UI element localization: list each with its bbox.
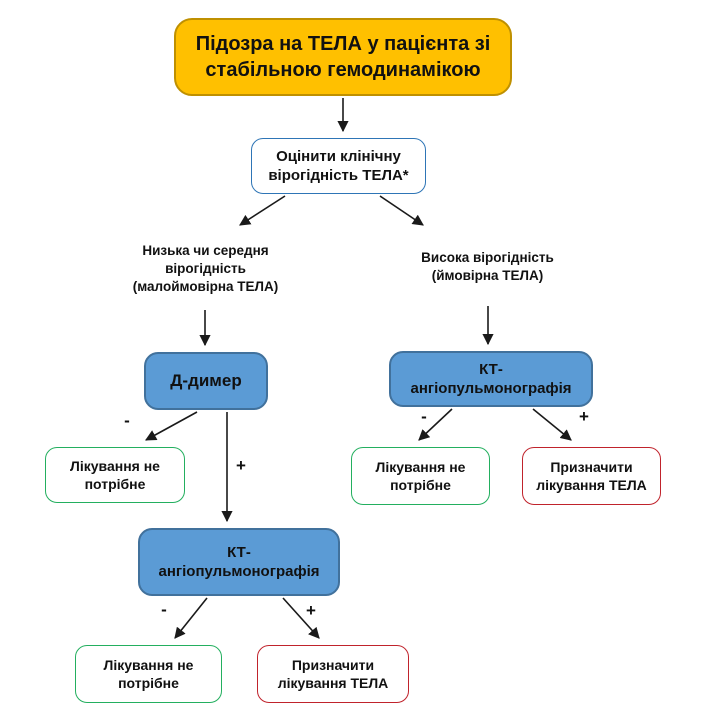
- ct-angiography-box-low: КТ- ангіопульмонографія: [138, 528, 340, 596]
- text-line: КТ-: [479, 360, 503, 378]
- text-line: потрібне: [84, 476, 146, 492]
- minus-sign-ct-low: -: [161, 600, 167, 619]
- text-line: КТ-: [227, 543, 251, 561]
- no-treatment-box-ddimer: Лікування не потрібне: [45, 447, 185, 503]
- text-line: Висока вірогідність: [421, 250, 554, 265]
- text-line: (ймовірна ТЕЛА): [431, 268, 544, 284]
- minus-sign-ddimer: -: [124, 411, 130, 430]
- text-line: стабільною гемодинамікою: [205, 59, 481, 81]
- text-line: лікування ТЕЛА: [536, 477, 647, 493]
- plus-sign-ct-low: +: [306, 601, 316, 620]
- arrow-ct-low-positive: [282, 597, 320, 639]
- text-line: Підозра на ТЕЛА у пацієнта зі: [195, 33, 491, 55]
- arrow-assess-to-high: [379, 195, 424, 226]
- plus-sign-ddimer: +: [236, 456, 246, 475]
- high-probability-label: Висока вірогідність (ймовірна ТЕЛА): [385, 249, 590, 285]
- arrow-ct-high-positive: [532, 408, 572, 441]
- no-treatment-box-ct-low: Лікування не потрібне: [75, 645, 222, 703]
- d-dimer-box: Д-димер: [144, 352, 268, 410]
- text-line: потрібне: [118, 675, 179, 691]
- text-line: Низька чи середня: [142, 243, 269, 258]
- text-line: Призначити: [550, 458, 633, 475]
- text-line: ангіопульмонографія: [158, 563, 320, 580]
- text-line: Лікування не: [375, 458, 466, 475]
- text-line: лікування ТЕЛА: [277, 675, 389, 691]
- text-line: вірогідність ТЕЛА*: [268, 167, 409, 184]
- text-line: Лікування не: [103, 656, 194, 673]
- low-probability-label: Низька чи середня вірогідність (малоймов…: [103, 242, 308, 297]
- text-line: потрібне: [390, 477, 451, 493]
- text-line: вірогідність: [165, 261, 246, 277]
- minus-sign-ct-high: -: [421, 407, 427, 426]
- arrow-ddimer-negative: [145, 411, 198, 441]
- treatment-box-high: Призначити лікування ТЕЛА: [522, 447, 661, 505]
- arrow-ct-low-negative: [174, 597, 208, 639]
- treatment-box-ct-low: Призначити лікування ТЕЛА: [257, 645, 409, 703]
- text-line: Лікування не: [70, 457, 160, 474]
- text-line: Призначити: [291, 656, 375, 673]
- text-line: (малоймовірна ТЕЛА): [132, 279, 279, 295]
- arrow-ct-high-negative: [418, 408, 453, 441]
- text-line: ангіопульмонографія: [410, 380, 572, 397]
- assess-probability-box: Оцінити клінічну вірогідність ТЕЛА*: [251, 138, 426, 194]
- ct-angiography-box-high: КТ- ангіопульмонографія: [389, 351, 593, 407]
- text-line: Оцінити клінічну: [276, 147, 401, 165]
- arrow-assess-to-low: [239, 195, 286, 226]
- no-treatment-box-high: Лікування не потрібне: [351, 447, 490, 505]
- plus-sign-ct-high: +: [579, 407, 589, 426]
- suspicion-title-box: Підозра на ТЕЛА у пацієнта зі стабільною…: [174, 18, 512, 96]
- text-line: Д-димер: [170, 370, 242, 390]
